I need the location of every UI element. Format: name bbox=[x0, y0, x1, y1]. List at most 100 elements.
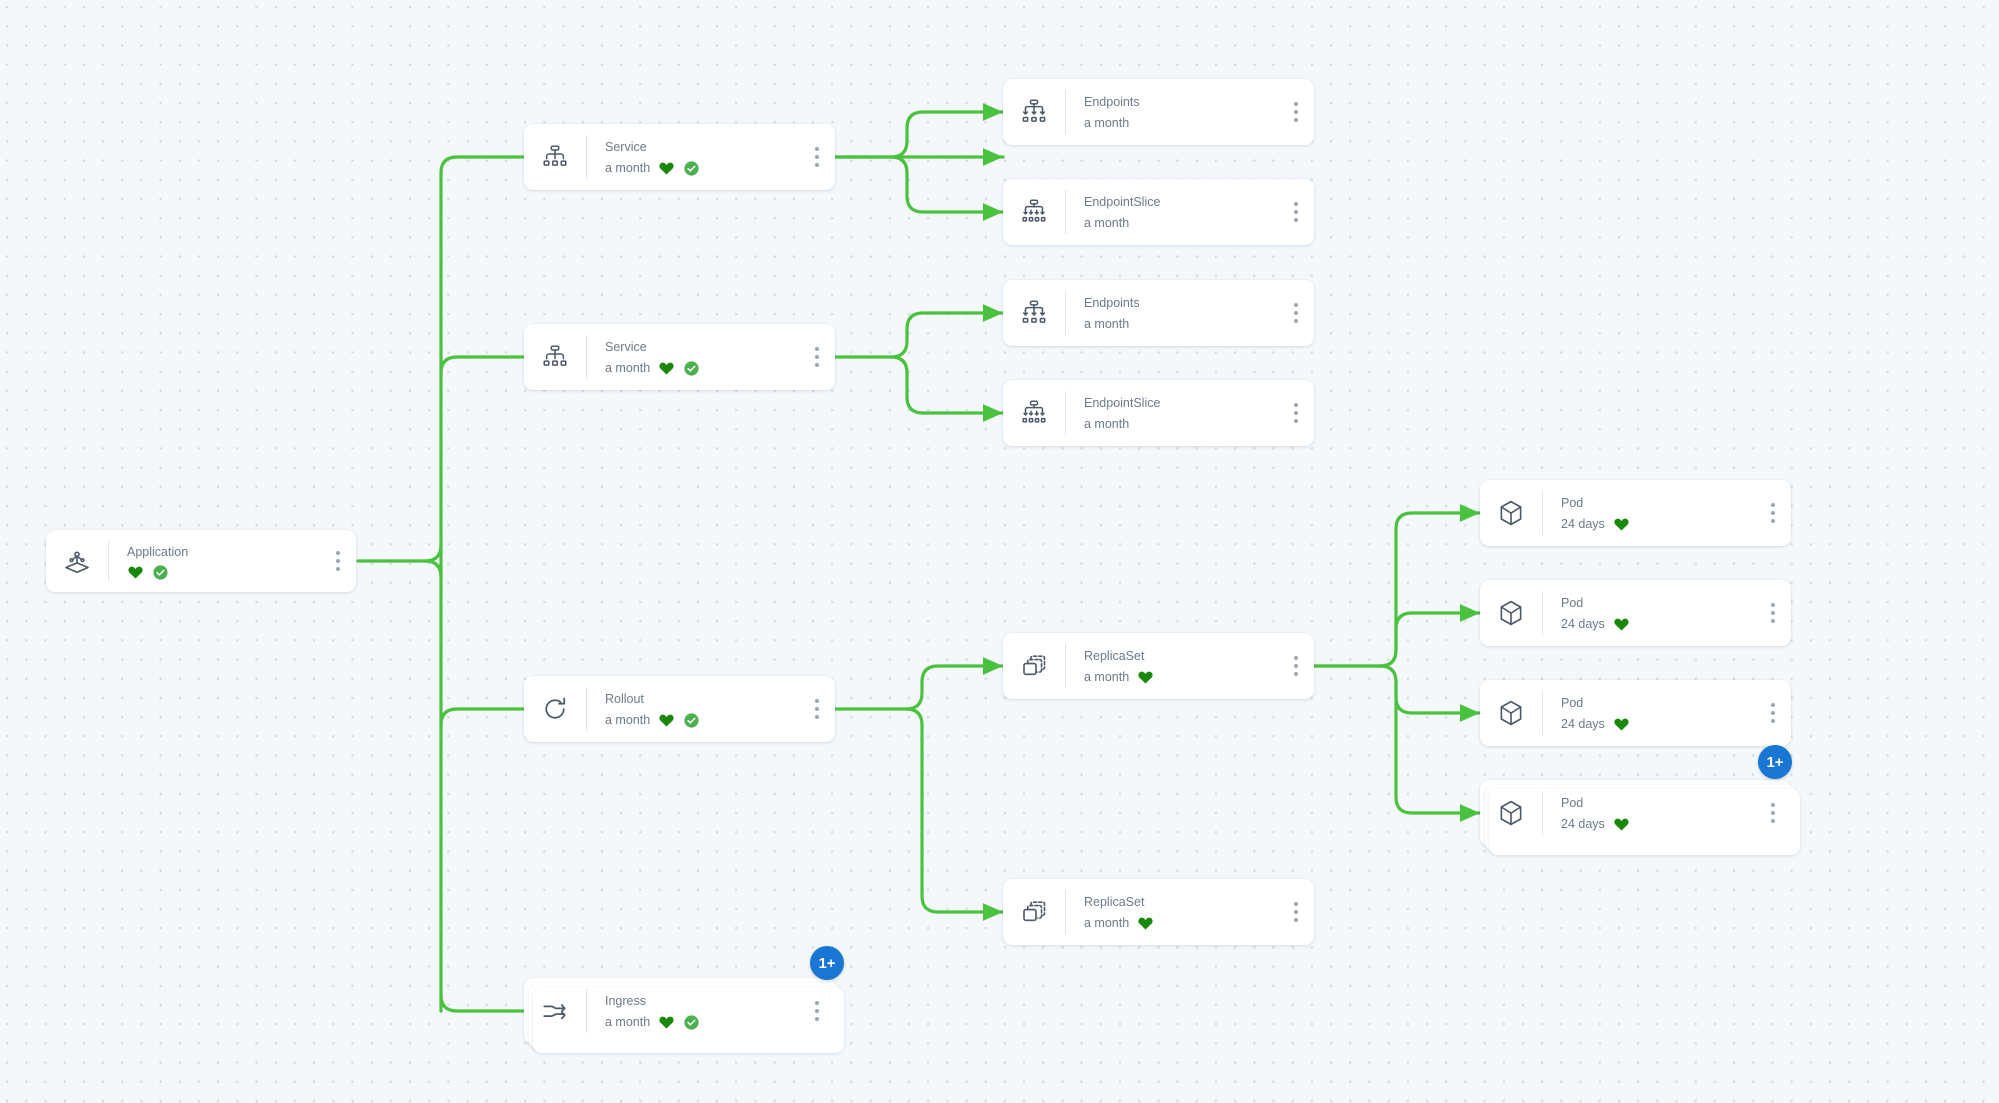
health-heart-icon bbox=[1613, 516, 1630, 533]
node-divider bbox=[1065, 90, 1066, 134]
node-meta-row: a month bbox=[605, 359, 805, 378]
node-age: a month bbox=[605, 1015, 651, 1029]
collapsed-count-badge[interactable]: 1+ bbox=[810, 946, 844, 980]
node-kind: ReplicaSet bbox=[1084, 649, 1145, 663]
node-body: canary-demo-previewServicea month bbox=[587, 324, 805, 390]
node-menu-button[interactable] bbox=[805, 978, 835, 1044]
node-kind: ReplicaSet bbox=[1084, 895, 1145, 909]
endpoints-icon bbox=[1003, 280, 1065, 346]
resource-node-endpointslice[interactable]: canary-demo-clpjwEndpointSlicea month bbox=[1003, 179, 1314, 245]
node-age: a month bbox=[1084, 670, 1130, 684]
node-title: canary-demo-7f89b8b97... bbox=[1561, 492, 1761, 493]
edge-preview-endpoints bbox=[833, 304, 1005, 359]
node-kind: Pod bbox=[1561, 796, 1584, 810]
node-menu-button[interactable] bbox=[1761, 480, 1791, 546]
node-divider bbox=[108, 541, 109, 581]
node-age: 24 days bbox=[1561, 617, 1605, 631]
sync-status-icon bbox=[683, 1014, 700, 1031]
edge-preview-split bbox=[889, 355, 909, 375]
pod-icon bbox=[1480, 680, 1542, 746]
node-divider bbox=[1542, 691, 1543, 735]
node-kind: EndpointSlice bbox=[1084, 396, 1161, 410]
edge-rs-split bbox=[1378, 664, 1398, 684]
node-meta-row bbox=[127, 564, 326, 581]
node-title: canary-demo bbox=[1084, 91, 1284, 92]
sync-status-icon bbox=[683, 160, 700, 177]
node-age: a month bbox=[605, 713, 651, 727]
resource-node-service[interactable]: canary-demoServicea month bbox=[524, 124, 835, 190]
ingress-icon bbox=[524, 978, 586, 1044]
node-divider bbox=[1065, 190, 1066, 234]
node-meta-row: 24 days bbox=[1561, 715, 1761, 734]
node-menu-button[interactable] bbox=[1284, 280, 1314, 346]
node-menu-button[interactable] bbox=[1284, 380, 1314, 446]
resource-node-replicaset[interactable]: canary-demo-967754b4cReplicaSeta month bbox=[1003, 879, 1314, 945]
node-kind: Ingress bbox=[605, 994, 646, 1008]
node-meta-row: 24 days bbox=[1561, 815, 1761, 834]
edge-rs-pod2 bbox=[1312, 604, 1482, 668]
edge-service-endpoints bbox=[833, 103, 1005, 159]
edge-rs-pod1 bbox=[1312, 504, 1482, 668]
resource-node-rollout[interactable]: canary-demoRollout a month bbox=[524, 676, 835, 742]
node-menu-button[interactable] bbox=[1761, 580, 1791, 646]
node-meta-row: 24 days bbox=[1561, 615, 1761, 634]
node-title: canary-demo bbox=[605, 688, 805, 689]
node-menu-button[interactable] bbox=[1761, 680, 1791, 746]
replicaset-icon bbox=[1003, 879, 1065, 945]
resource-node-ingress[interactable]: canary-demoIngressa month bbox=[524, 978, 844, 1053]
node-divider bbox=[1065, 644, 1066, 688]
node-menu-button[interactable] bbox=[1284, 179, 1314, 245]
health-heart-icon bbox=[127, 564, 144, 581]
node-menu-button[interactable] bbox=[1284, 79, 1314, 145]
resource-node-application[interactable]: canary-demoApplication bbox=[46, 530, 356, 592]
edge-trunk-join-bottom bbox=[423, 559, 443, 579]
node-menu-button[interactable] bbox=[1761, 780, 1791, 846]
collapsed-count-badge[interactable]: 1+ bbox=[1758, 745, 1792, 779]
service-icon bbox=[524, 124, 586, 190]
health-heart-icon bbox=[658, 1014, 675, 1031]
node-title: canary-demo bbox=[605, 136, 805, 137]
node-menu-button[interactable] bbox=[805, 324, 835, 390]
node-title: canary-demo-7f89b8b97... bbox=[1561, 592, 1761, 593]
health-heart-icon bbox=[1137, 915, 1154, 932]
service-icon bbox=[524, 324, 586, 390]
node-menu-button[interactable] bbox=[805, 124, 835, 190]
resource-node-service[interactable]: canary-demo-previewServicea month bbox=[524, 324, 835, 390]
node-age: a month bbox=[1084, 216, 1130, 230]
node-age: a month bbox=[605, 361, 651, 375]
resource-node-endpoints[interactable]: canary-demoEndpointsa month bbox=[1003, 79, 1314, 145]
node-kind: Pod bbox=[1561, 496, 1584, 510]
node-menu-button[interactable] bbox=[326, 530, 356, 592]
node-body: canary-demo-967754b4cReplicaSeta month bbox=[1066, 879, 1284, 945]
node-divider bbox=[1065, 391, 1066, 435]
node-kind: Pod bbox=[1561, 696, 1584, 710]
node-title: canary-demo-clpjw bbox=[1084, 191, 1284, 192]
node-meta-row: a month bbox=[1084, 415, 1284, 434]
node-menu-button[interactable] bbox=[1284, 879, 1314, 945]
application-icon bbox=[46, 530, 108, 592]
resource-node-replicaset[interactable]: canary-demo-7f89b8b978ReplicaSeta month bbox=[1003, 633, 1314, 699]
pod-icon bbox=[1480, 580, 1542, 646]
node-meta-row: a month bbox=[1084, 668, 1284, 687]
node-menu-button[interactable] bbox=[805, 676, 835, 742]
node-menu-button[interactable] bbox=[1284, 633, 1314, 699]
edge-service-split bbox=[889, 155, 909, 175]
node-age: a month bbox=[1084, 417, 1130, 431]
node-kind: Rollout bbox=[605, 692, 644, 706]
node-body: canary-demo-7f89b8b978ReplicaSeta month bbox=[1066, 633, 1284, 699]
edge-rs-pod4 bbox=[1394, 680, 1482, 822]
node-meta-row: a month bbox=[1084, 315, 1284, 334]
resource-node-endpoints[interactable]: canary-demo-previewEndpointsa month bbox=[1003, 280, 1314, 346]
node-age: a month bbox=[1084, 116, 1130, 130]
rollout-icon bbox=[524, 676, 586, 742]
edge-rollout-split bbox=[904, 707, 924, 727]
